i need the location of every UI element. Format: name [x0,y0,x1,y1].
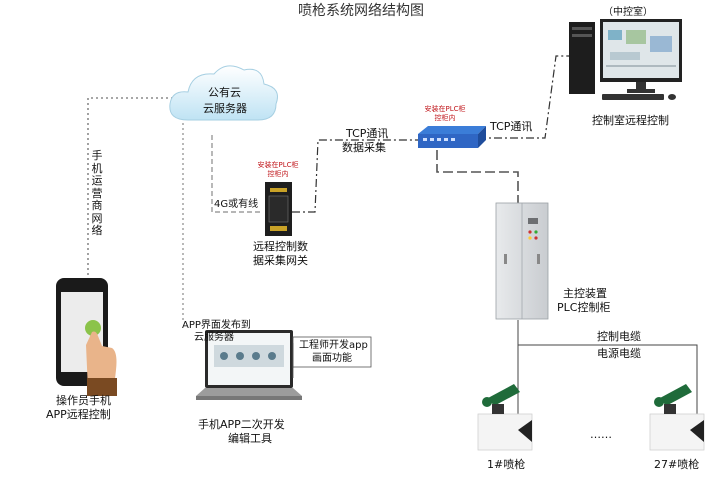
plc-cabinet-icon [495,202,549,320]
gateway-device-icon [265,182,292,236]
gateway-label-line1: 远程控制数 [253,240,308,253]
app-publish-label-line1: APP界面发布到 [182,320,251,331]
tcp-left-label-line1: TCP通讯 [346,127,389,140]
callout-line1: 工程师开发app [299,340,368,351]
tcp-right-label: TCP通讯 [490,120,533,133]
spray-gun-27-label: 27#喷枪 [654,458,700,471]
cloud-label-line1: 公有云 [208,86,241,99]
power-cable-label: 电源电缆 [597,347,641,360]
app-publish-label-line2: 云服务器 [194,332,234,343]
switch-cabinet-link [436,150,519,203]
cloud-icon [169,65,278,121]
switch-control-room-link [478,55,570,139]
spray-gun-27-icon [649,384,705,451]
cabinet-label-line2: PLC控制柜 [557,301,611,314]
callout-line2: 画面功能 [312,353,352,364]
gateway-note-line2: 控柜内 [267,170,289,178]
cabinet-gun-cables [517,320,698,430]
spray-gun-ellipsis: …… [590,428,612,441]
cellular-label: 4G或有线 [214,199,259,210]
gateway-label-line2: 据采集网关 [253,254,308,267]
spray-gun-1-label: 1#喷枪 [487,458,526,471]
switch-note-line2: 控柜内 [434,114,456,122]
network-switch-icon [418,126,486,148]
control-room-computer-icon [569,19,682,100]
laptop-icon [196,330,302,400]
switch-note-line1: 安装在PLC柜 [424,105,466,113]
phone-label-line1: 操作员手机 [56,394,111,407]
mobile-network-label: 手机运营商网络 [91,149,103,237]
control-room-label: 控制室远程控制 [592,114,669,127]
spray-gun-1-icon [477,384,533,451]
control-room-tag: （中控室） [603,7,653,18]
developer-callout [292,336,372,378]
mobile-network-link [87,97,175,275]
cloud-gateway-link [211,135,262,213]
cabinet-label-line1: 主控装置 [563,287,607,300]
laptop-label-line2: 编辑工具 [228,432,272,445]
control-cable-label: 控制电缆 [597,330,641,343]
diagram-title: 喷枪系统网络结构图 [298,3,424,19]
gateway-note-line1: 安装在PLC柜 [257,161,299,169]
cloud-label-line2: 云服务器 [203,102,247,115]
phone-label-line2: APP远程控制 [46,408,111,421]
tcp-left-label-line2: 数据采集 [342,141,386,154]
smartphone-icon [56,278,117,396]
laptop-label-line1: 手机APP二次开发 [198,418,285,431]
